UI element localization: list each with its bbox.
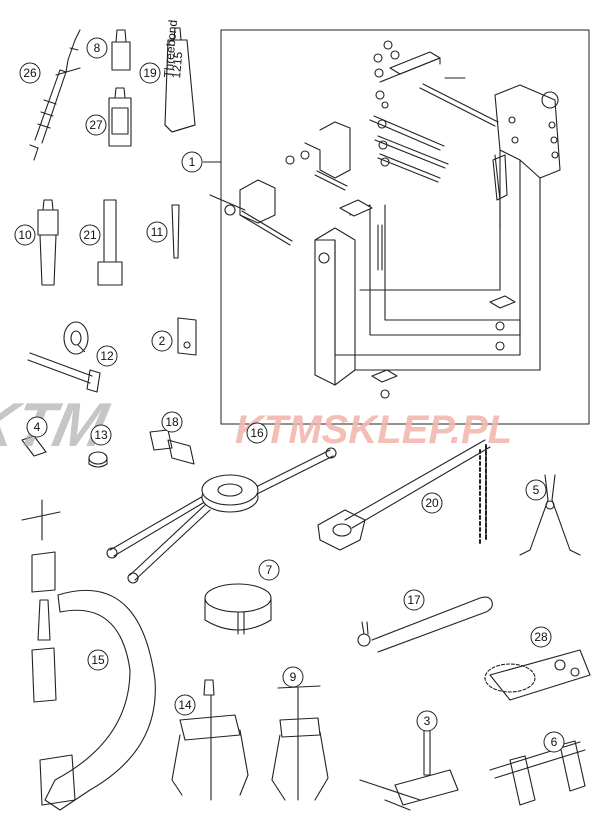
svg-text:11: 11 (151, 225, 164, 239)
tube-label-line2: 1215 (169, 51, 185, 79)
callout-10: 10 (14, 224, 36, 246)
callout-12: 12 (96, 345, 118, 367)
lock-plate-28-drawing (484, 649, 591, 701)
bottle-8-drawing (111, 29, 131, 71)
holding-wrench-16-drawing (106, 447, 337, 584)
callout-19: 19 (139, 62, 161, 84)
svg-text:26: 26 (23, 66, 37, 80)
callout-26: 26 (19, 62, 41, 84)
tool-3-drawing (359, 729, 459, 811)
svg-text:6: 6 (551, 735, 558, 749)
puller-9-drawing (271, 685, 329, 801)
punch-10-drawing (37, 199, 59, 286)
plate-2-drawing (177, 317, 197, 356)
callout-13: 13 (90, 424, 112, 446)
ring-7-drawing (204, 583, 272, 635)
svg-text:12: 12 (100, 349, 114, 363)
sealant-tube-drawing (164, 27, 196, 133)
engine-stand-drawing (209, 40, 561, 399)
callout-7: 7 (258, 559, 280, 581)
callout-21: 21 (79, 224, 101, 246)
svg-text:20: 20 (425, 496, 439, 510)
tube-label-line1: Threebond (161, 19, 180, 78)
svg-text:16: 16 (250, 426, 264, 440)
pin-11-drawing (171, 204, 180, 259)
svg-text:7: 7 (266, 563, 273, 577)
callout-17: 17 (403, 589, 425, 611)
engine-stand-frame-box (220, 29, 590, 425)
svg-text:18: 18 (165, 415, 179, 429)
svg-text:15: 15 (91, 653, 105, 667)
callout-9: 9 (282, 666, 304, 688)
callout-14: 14 (174, 694, 196, 716)
callout-28: 28 (530, 626, 552, 648)
svg-text:19: 19 (143, 66, 157, 80)
puller-14-drawing (171, 679, 249, 801)
callout-group: 1 2 3 4 5 6 7 8 9 10 11 12 13 14 15 16 1… (14, 37, 565, 753)
svg-text:8: 8 (94, 41, 101, 55)
svg-text:14: 14 (178, 698, 192, 712)
valve-spring-compressor-15-drawing (21, 499, 156, 811)
puller-18-drawing (149, 429, 195, 465)
tube-label: Threebond 1215 (161, 19, 185, 79)
callout-11: 11 (146, 221, 168, 243)
syringe-drawing (29, 29, 81, 161)
ktm-logo-watermark: KTM (0, 391, 115, 460)
svg-text:13: 13 (94, 428, 108, 442)
callout-5: 5 (525, 479, 547, 501)
callout-4: 4 (26, 416, 48, 438)
callout-27: 27 (85, 114, 107, 136)
callout-15: 15 (87, 649, 109, 671)
bottle-27-drawing (108, 87, 132, 147)
bolt-12-drawing (27, 321, 101, 393)
chain-wrench-20-drawing (317, 439, 491, 551)
svg-text:4: 4 (34, 420, 41, 434)
callout-3: 3 (416, 710, 438, 732)
svg-text:2: 2 (159, 334, 166, 348)
wrench-17-drawing (357, 596, 493, 653)
svg-text:5: 5 (533, 483, 540, 497)
svg-text:27: 27 (89, 118, 103, 132)
leader-lines (77, 161, 221, 353)
svg-text:9: 9 (290, 670, 297, 684)
callout-2: 2 (151, 330, 173, 352)
callout-16: 16 (246, 422, 268, 444)
site-watermark: KTMSKLEP.PL (235, 408, 512, 452)
tool-6-drawing (489, 740, 586, 806)
nut-13-drawing (88, 451, 108, 468)
svg-text:3: 3 (424, 714, 431, 728)
callout-6: 6 (543, 731, 565, 753)
watermark: KTM KTMSKLEP.PL (0, 391, 512, 460)
callout-8: 8 (86, 37, 108, 59)
callout-20: 20 (421, 492, 443, 514)
svg-text:17: 17 (407, 593, 421, 607)
svg-text:1: 1 (189, 155, 196, 169)
driver-21-drawing (97, 199, 123, 286)
sleeve-4-drawing (21, 435, 47, 457)
svg-text:21: 21 (83, 228, 97, 242)
svg-text:28: 28 (534, 630, 548, 644)
callout-18: 18 (161, 411, 183, 433)
svg-text:10: 10 (18, 228, 32, 242)
callout-1: 1 (181, 151, 203, 173)
circlip-pliers-5-drawing (519, 474, 581, 556)
